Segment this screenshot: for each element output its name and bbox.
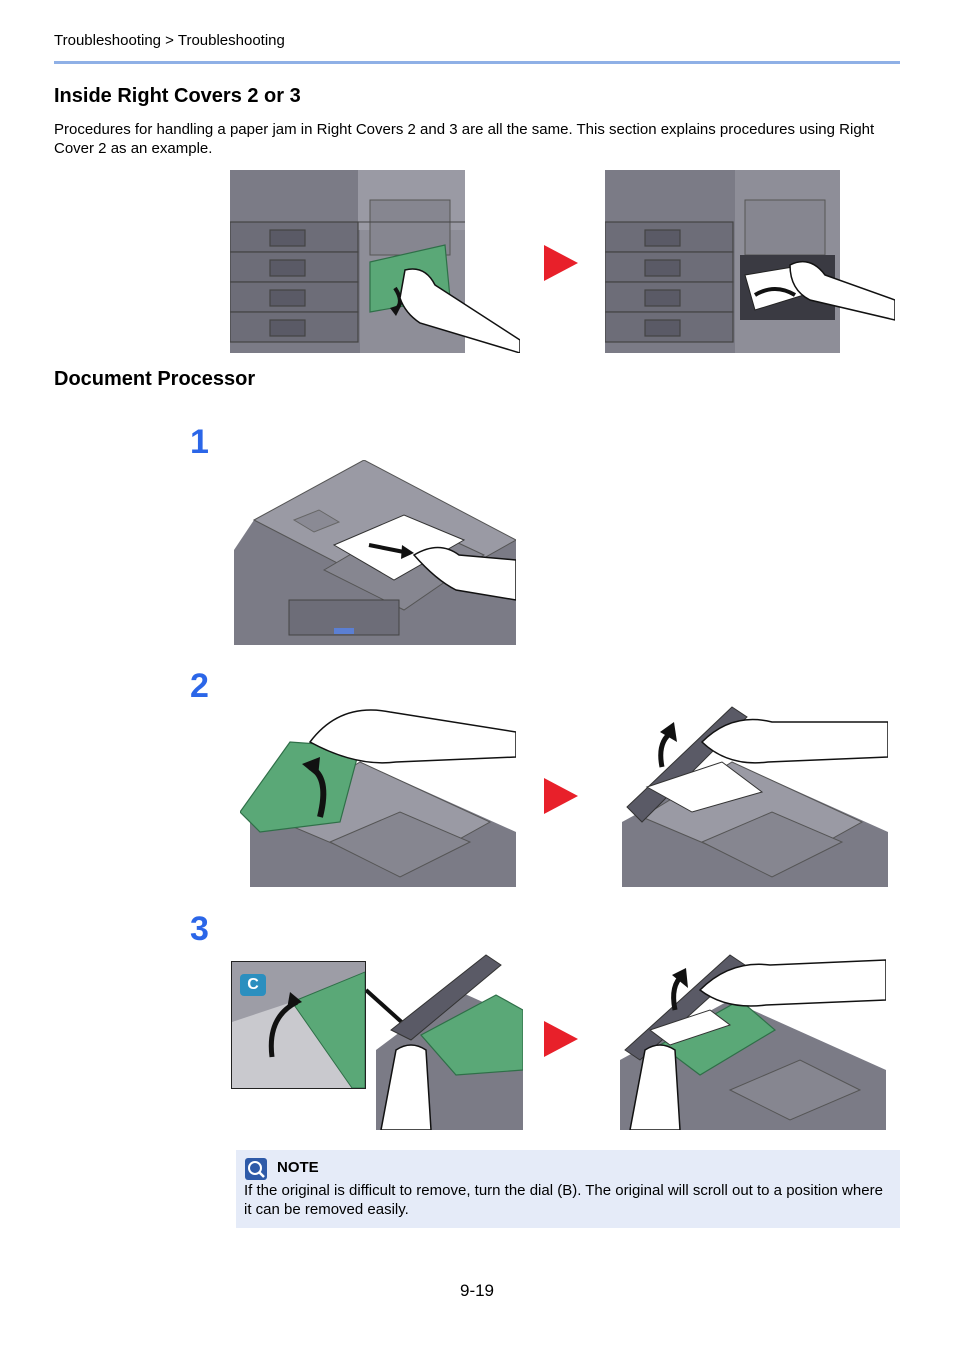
section-title-right-covers: Inside Right Covers 2 or 3: [54, 85, 301, 107]
illustration-remove-jammed-paper: [605, 170, 895, 353]
illustration-step1-remove-original: [234, 460, 516, 645]
page-number: 9-19: [459, 1281, 495, 1300]
illustration-step2-pull-paper: [612, 702, 888, 887]
next-step-arrow-icon-2: [544, 778, 578, 814]
next-step-arrow-icon-3: [544, 1021, 578, 1057]
callout-label-c: C: [240, 974, 266, 996]
illustration-step2-open-left-cover: [240, 702, 516, 887]
illustration-step3-remove-paper: [610, 950, 886, 1130]
step-number-1: 1: [190, 423, 209, 461]
note-title: NOTE: [277, 1159, 319, 1176]
section-intro-text: Procedures for handling a paper jam in R…: [54, 121, 875, 157]
next-step-arrow-icon: [544, 245, 578, 281]
step-number-3: 3: [190, 910, 209, 948]
section-title-document-processor: Document Processor: [54, 368, 256, 390]
header-rule: [54, 61, 900, 64]
illustration-step3-detail-inset: C: [231, 961, 366, 1089]
illustration-right-cover-open: [230, 170, 520, 353]
note-icon: [244, 1157, 268, 1181]
breadcrumb: Troubleshooting > Troubleshooting: [54, 32, 285, 49]
illustration-step3-lever: [366, 950, 523, 1130]
note-box: NOTE If the original is difficult to rem…: [236, 1150, 900, 1228]
note-text: If the original is difficult to remove, …: [244, 1182, 883, 1218]
step-number-2: 2: [190, 667, 209, 705]
